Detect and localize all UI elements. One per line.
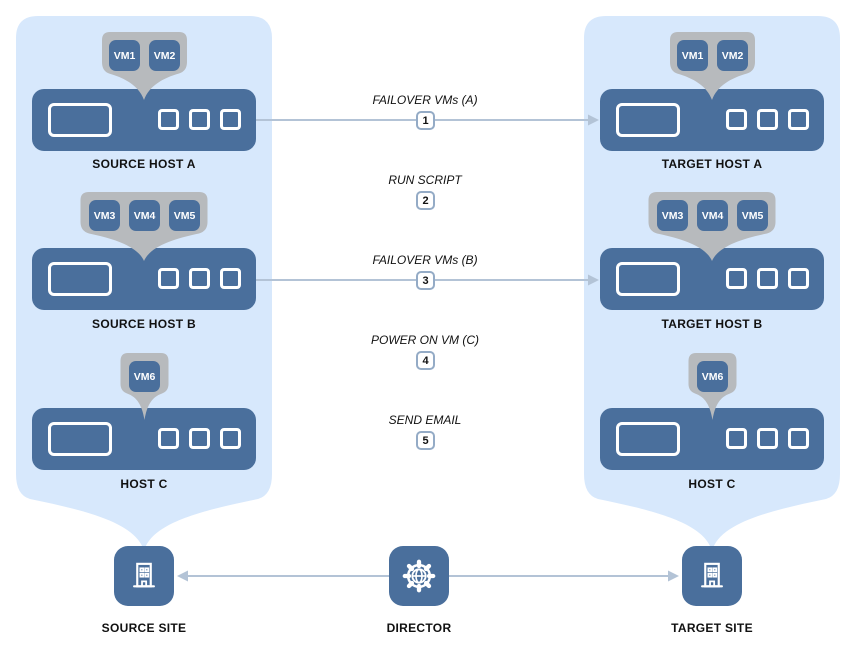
step-label-4: POWER ON VM (C) (371, 333, 479, 347)
host-label-source-a: SOURCE HOST A (92, 157, 196, 171)
step-label-5: SEND EMAIL (388, 413, 462, 427)
step-label-1: FAILOVER VMs (A) (372, 93, 478, 107)
step-badge-2: 2 (416, 191, 435, 210)
source-site-label: SOURCE SITE (101, 621, 187, 635)
drive-slot-icon (220, 268, 241, 289)
drive-slot-icon (726, 268, 747, 289)
host-box-target-b (600, 248, 824, 310)
host-label-source-b: SOURCE HOST B (92, 317, 196, 331)
step-badge-3: 3 (416, 271, 435, 290)
director-label: DIRECTOR (386, 621, 452, 635)
host-label-target-c: HOST C (688, 477, 736, 491)
step-badge-5: 5 (416, 431, 435, 450)
server-panel-rect (48, 103, 112, 137)
vm-chip: VM2 (717, 40, 748, 71)
host-label-source-c: HOST C (120, 477, 168, 491)
vm-chip: VM5 (737, 200, 768, 231)
failover-a-arrowhead (588, 114, 599, 126)
server-drive-slots (158, 109, 241, 130)
host-box-source-a (32, 89, 256, 151)
drive-slot-icon (158, 109, 179, 130)
director-to-source-arrowhead (177, 570, 188, 582)
director-node (389, 546, 449, 606)
vm-chip: VM4 (129, 200, 160, 231)
server-drive-slots (726, 268, 809, 289)
server-panel-rect (616, 262, 680, 296)
drive-slot-icon (788, 428, 809, 449)
drive-slot-icon (757, 428, 778, 449)
drive-slot-icon (757, 109, 778, 130)
drive-slot-icon (788, 268, 809, 289)
host-box-target-a (600, 89, 824, 151)
server-panel-rect (616, 422, 680, 456)
host-box-source-c (32, 408, 256, 470)
vm-chip: VM6 (129, 361, 160, 392)
failover-b-arrowhead (588, 274, 599, 286)
server-drive-slots (726, 109, 809, 130)
vm-chip: VM3 (89, 200, 120, 231)
vm-chip: VM3 (657, 200, 688, 231)
server-drive-slots (726, 428, 809, 449)
gear-globe-icon (402, 559, 436, 593)
director-to-target-arrowhead (668, 570, 679, 582)
source-site-node (114, 546, 174, 606)
step-label-2: RUN SCRIPT (388, 173, 462, 187)
drive-slot-icon (189, 428, 210, 449)
host-label-target-a: TARGET HOST A (661, 157, 763, 171)
step-badge-4: 4 (416, 351, 435, 370)
host-box-target-c (600, 408, 824, 470)
server-drive-slots (158, 428, 241, 449)
server-panel-rect (48, 262, 112, 296)
drive-slot-icon (158, 268, 179, 289)
drive-slot-icon (788, 109, 809, 130)
drive-slot-icon (726, 428, 747, 449)
drive-slot-icon (726, 109, 747, 130)
drive-slot-icon (189, 268, 210, 289)
vm-chip: VM1 (109, 40, 140, 71)
server-panel-rect (48, 422, 112, 456)
drive-slot-icon (757, 268, 778, 289)
vm-chip: VM1 (677, 40, 708, 71)
step-label-3: FAILOVER VMs (B) (372, 253, 478, 267)
target-site-node (682, 546, 742, 606)
drive-slot-icon (220, 109, 241, 130)
step-badge-1: 1 (416, 111, 435, 130)
server-drive-slots (158, 268, 241, 289)
vm-chip: VM6 (697, 361, 728, 392)
vm-chip: VM2 (149, 40, 180, 71)
vm-chip: VM4 (697, 200, 728, 231)
drive-slot-icon (220, 428, 241, 449)
drive-slot-icon (189, 109, 210, 130)
host-label-target-b: TARGET HOST B (661, 317, 763, 331)
target-site-label: TARGET SITE (671, 621, 753, 635)
building-icon (701, 562, 723, 588)
drive-slot-icon (158, 428, 179, 449)
vm-chip: VM5 (169, 200, 200, 231)
server-panel-rect (616, 103, 680, 137)
host-box-source-b (32, 248, 256, 310)
building-icon (133, 562, 155, 588)
